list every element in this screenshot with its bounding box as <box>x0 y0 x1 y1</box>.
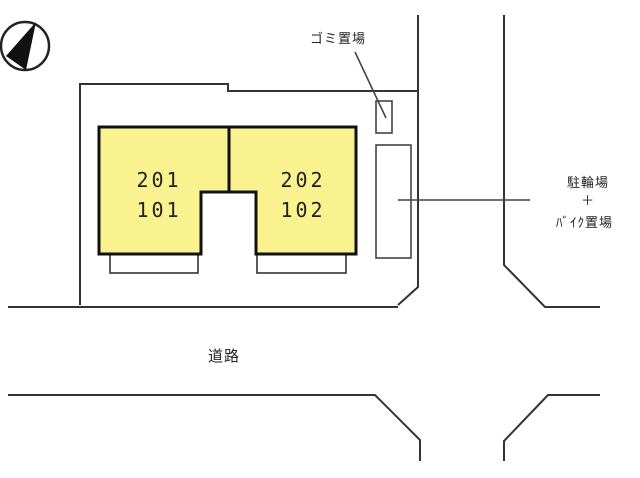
unit-block-right: 202 102 <box>268 165 338 225</box>
bicycle-parking-area <box>375 144 412 259</box>
road-vertical-right-top <box>503 15 600 308</box>
unit-102: 102 <box>280 198 326 222</box>
road-edge-bottom-right <box>503 394 600 461</box>
unit-202: 202 <box>280 168 326 192</box>
unit-101: 101 <box>136 198 182 222</box>
bicycle-parking-label-2: ﾊﾞｲｸ置場 <box>556 216 614 231</box>
garbage-leader-line <box>354 51 387 119</box>
garbage-area <box>375 100 393 134</box>
bicycle-parking-label-1: 駐輪場 <box>567 176 610 191</box>
bicycle-parking-plus: ＋ <box>581 194 596 209</box>
road-label: 道路 <box>208 347 241 365</box>
garbage-area-label: ゴミ置場 <box>310 32 367 47</box>
balcony-left <box>109 252 199 274</box>
unit-201: 201 <box>136 168 182 192</box>
balcony-right <box>256 252 347 274</box>
road-edge-bottom-left <box>8 394 421 461</box>
north-arrow-icon <box>0 20 51 72</box>
unit-block-left: 201 101 <box>124 165 194 225</box>
